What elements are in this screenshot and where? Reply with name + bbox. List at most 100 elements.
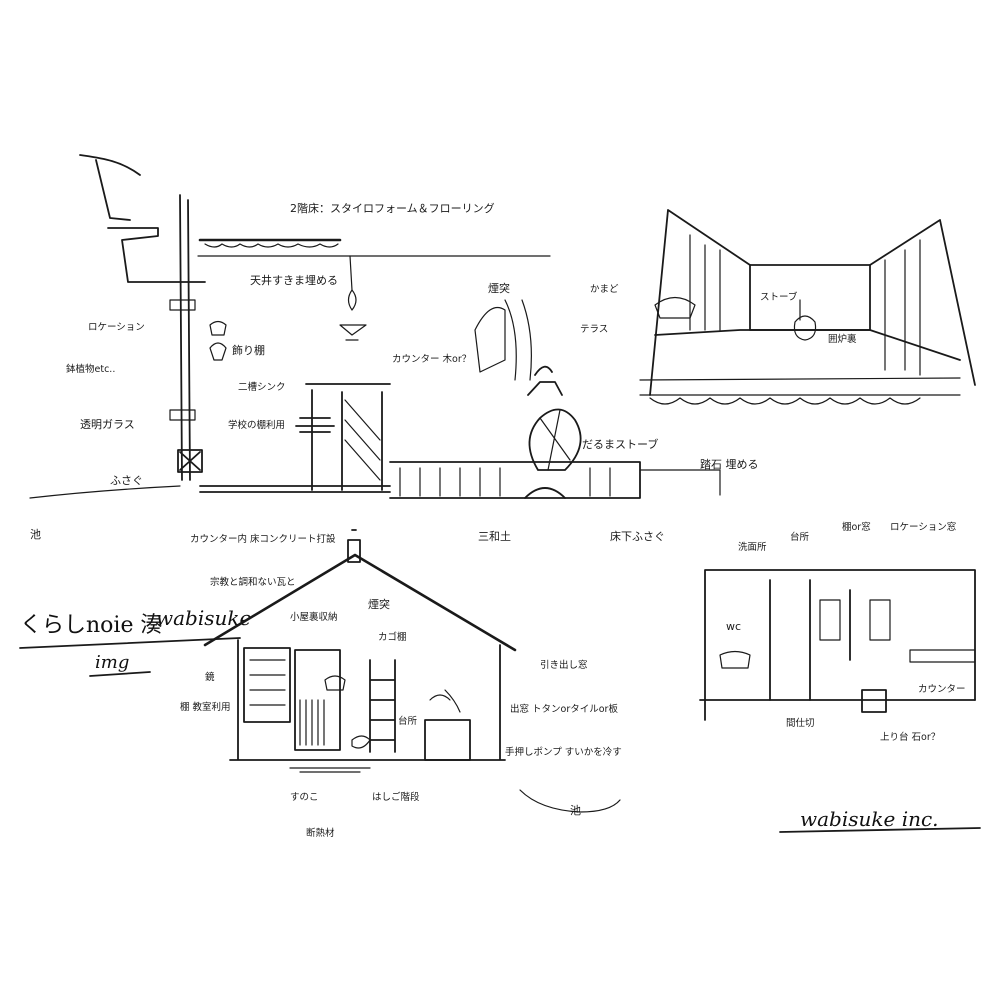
ladder: [369, 659, 396, 753]
label-insulation: 断熱材: [306, 827, 335, 839]
chimney-pipe: [504, 299, 532, 381]
label-counter-inner: カウンター内 床コンクリート打設: [190, 533, 336, 545]
roof-wave: [204, 243, 339, 248]
sealed-box: [177, 449, 203, 473]
raised-floor: [389, 461, 641, 499]
label-stand: 台所: [790, 531, 810, 543]
label-terrace: テラス: [580, 324, 608, 335]
label-pump: 手押しポンプ すいかを冷す: [505, 746, 622, 758]
pond-outline: [519, 789, 621, 813]
label-shelf-use: 棚 教室利用: [180, 701, 231, 713]
kettle: [527, 365, 563, 396]
label-window: 透明ガラス: [80, 418, 135, 431]
ground-left: [29, 485, 181, 499]
shelf-jars: [209, 320, 227, 361]
label-roof-cover: 宗教と調和ない瓦と: [210, 576, 296, 588]
subtitle-underline: [89, 671, 151, 677]
label-steps: 三和土: [478, 530, 511, 543]
counter-hatch: [344, 399, 381, 481]
labels: 2階床：スタイロフォーム＆フローリング 天井すきま埋める ロケーション 鉢植物e…: [30, 201, 966, 839]
kitchen-pot: [429, 689, 461, 713]
section-view: [29, 154, 721, 499]
left-window: [243, 647, 291, 723]
label-ceiling: 天井すきま埋める: [250, 273, 338, 287]
sink-lines: [295, 417, 335, 433]
floor-slab: [199, 485, 391, 493]
left-wall: [179, 194, 191, 481]
stove-body: [528, 408, 582, 471]
label-stove: だるまストーブ: [582, 437, 658, 451]
chimney: [347, 529, 361, 563]
brand-title: くらしnoie 湊: [20, 613, 162, 638]
floor-lines: [639, 377, 961, 396]
roof-gable: [203, 553, 517, 652]
interior-dividers: [769, 579, 851, 701]
label-elev-chimney: 煙突: [368, 597, 390, 611]
label-floor-seal: 床下ふさぐ: [610, 529, 665, 543]
smoke-hatch: [474, 306, 506, 373]
floor-edge-wave: [649, 397, 921, 405]
label-small-storage: 小屋裏収納: [290, 611, 338, 623]
label-pull-window: 引き出し窓: [540, 659, 588, 671]
label-interior-counter: カウンター: [918, 684, 966, 695]
interior-windows: [819, 599, 891, 641]
perspective-frame: [649, 209, 976, 396]
counter: [305, 383, 391, 491]
label-ladder: はしご階段: [372, 791, 420, 803]
label-irori: 囲炉裏: [828, 333, 857, 345]
label-mirror: 鏡: [205, 671, 215, 683]
stove-base: [524, 487, 566, 499]
title-underline: [19, 637, 241, 649]
pendant-lamp: [339, 289, 367, 341]
label-shelf-window: 棚or窓: [842, 521, 871, 533]
center-shelf: [294, 649, 341, 751]
label-sink: 二槽シンク: [238, 381, 286, 393]
kitchen-counter: [424, 719, 471, 761]
signature-underline: [779, 827, 981, 833]
brand-subtitle: img: [95, 652, 129, 673]
wall-verticals: [689, 234, 921, 376]
insulation-roll: [351, 735, 371, 749]
label-partition: 間仕切: [786, 717, 815, 729]
window-frames: [169, 299, 196, 421]
label-kamado: かまど: [590, 284, 619, 295]
interior-frame: [704, 569, 976, 721]
label-step: 上り台 石or？: [880, 731, 940, 743]
eave-sketch: [79, 154, 206, 283]
label-seal: ふさぐ: [110, 474, 143, 487]
kamado: [654, 296, 696, 319]
label-rotation: ロケーション: [88, 322, 145, 333]
step-stone: [639, 469, 721, 496]
label-roof: 2階床：スタイロフォーム＆フローリング: [290, 201, 495, 215]
label-kite: 鉢植物etc..: [66, 363, 115, 375]
label-sunoko: すのこ: [290, 792, 319, 803]
label-washbasin: 洗面所: [738, 541, 767, 553]
sunoko: [289, 767, 371, 773]
label-school-shelf: 学校の棚利用: [228, 419, 285, 431]
signature: wabisuke inc.: [800, 807, 939, 831]
label-wc: wc: [726, 620, 741, 633]
interior-plan: [699, 569, 976, 721]
elevation-walls: [229, 639, 506, 761]
label-basket-shelf: カゴ棚: [378, 631, 407, 643]
label-shelf: 飾り棚: [232, 343, 265, 357]
interior-counter: [909, 649, 976, 663]
elevation-view: [203, 529, 621, 813]
floor-battens: [399, 467, 611, 497]
floor-edge: [654, 329, 961, 361]
label-rotation-window: ロケーション窓: [890, 521, 956, 533]
label-counter: カウンター 木or？: [392, 353, 471, 365]
stove-small: [793, 299, 817, 341]
label-chimney: 煙突: [488, 281, 510, 295]
wc-bowl: [719, 650, 751, 669]
brand-block: くらしnoie 湊 wabisuke img: [19, 606, 251, 677]
label-pond: 池: [30, 528, 41, 541]
shelf-rods: [299, 699, 325, 746]
step-block: [861, 689, 887, 713]
label-persp-stove: ストーブ: [760, 291, 798, 303]
label-elev-pond: 池: [570, 804, 581, 817]
label-outlet: 出窓 トタンorタイルor板: [510, 703, 618, 715]
label-kitchen: 台所: [398, 715, 418, 727]
